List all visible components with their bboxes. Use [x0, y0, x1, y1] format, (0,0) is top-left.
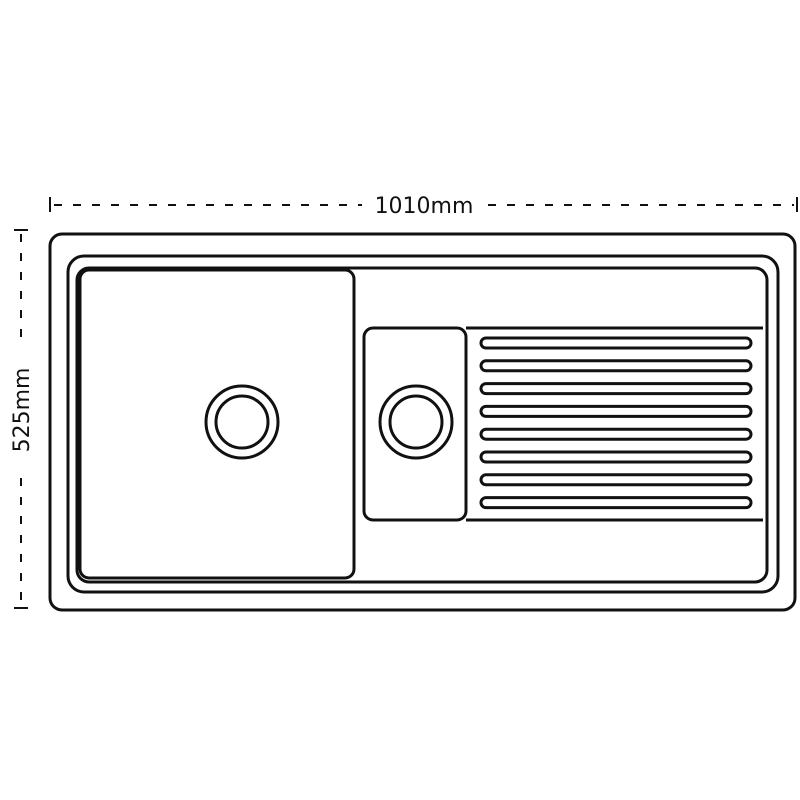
sink-inner-rim	[66, 254, 780, 594]
half-bowl	[362, 326, 468, 522]
drainer-groove	[479, 450, 753, 464]
drainer-groove	[479, 427, 753, 441]
drainer-groove	[479, 404, 753, 418]
main-bowl-waste-outlet	[204, 384, 280, 460]
sink-top-surface	[75, 266, 769, 584]
half-waste-inner-ring	[388, 394, 444, 450]
height-dimension	[14, 229, 28, 609]
drainer-groove	[479, 496, 753, 510]
drainer-groove	[479, 359, 753, 373]
main-waste-inner-ring	[214, 394, 270, 450]
half-bowl-waste-outlet	[378, 384, 454, 460]
main-waste-outer-ring	[204, 384, 280, 460]
main-bowl	[78, 268, 356, 580]
drainer-groove	[479, 336, 753, 350]
drainer-grooves	[479, 336, 753, 510]
width-dimension	[49, 197, 798, 212]
height-dimension-label: 525mm	[10, 368, 35, 453]
drainer-groove	[479, 473, 753, 487]
width-dimension-label: 1010mm	[375, 194, 474, 219]
half-waste-outer-ring	[378, 384, 454, 460]
sink-outer-rim	[48, 232, 797, 612]
drainer-groove	[479, 382, 753, 396]
drainer	[466, 326, 763, 522]
